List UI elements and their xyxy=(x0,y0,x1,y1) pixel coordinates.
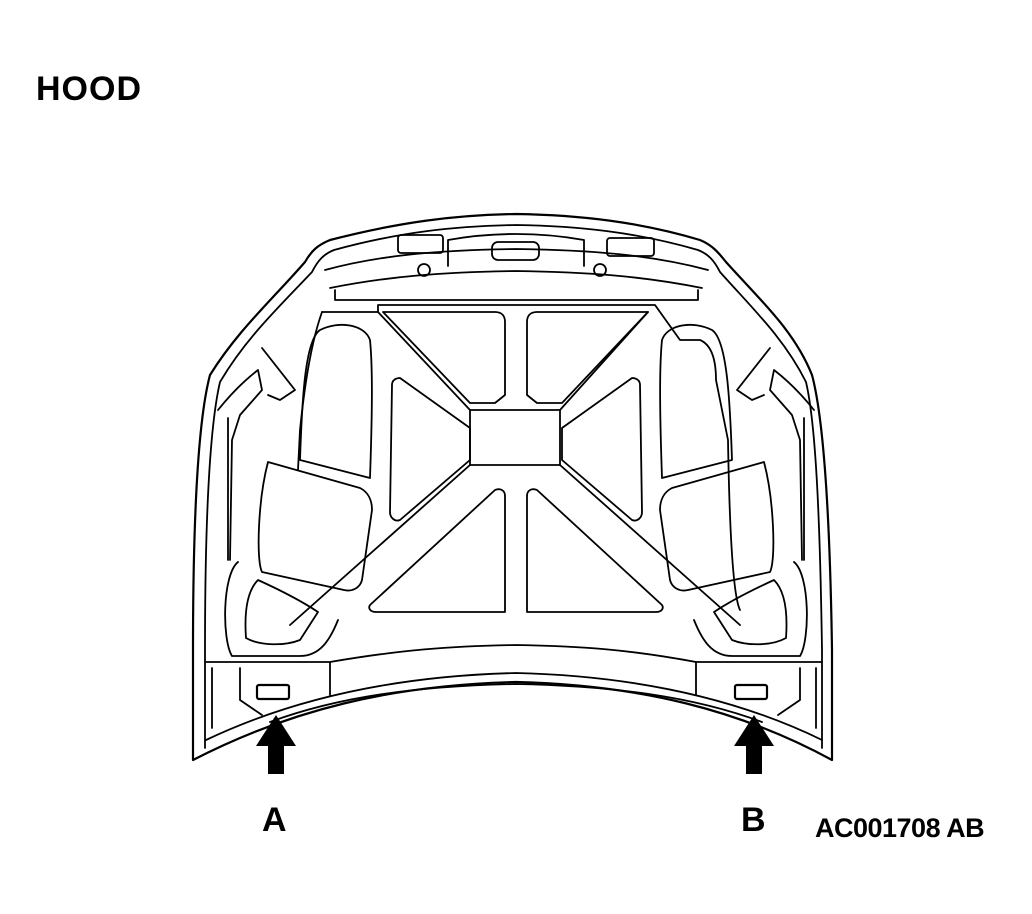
front-lip-panel xyxy=(205,644,823,729)
hood-outline xyxy=(191,212,834,762)
callout-a-label: A xyxy=(262,801,287,839)
up-arrow-icon xyxy=(256,715,296,774)
callout-b-label: B xyxy=(741,801,766,839)
side-flanges xyxy=(217,347,815,561)
clip-b xyxy=(733,683,769,701)
reinforcement-frame xyxy=(289,304,741,626)
up-arrow-icon xyxy=(734,715,774,774)
rear-lip xyxy=(324,233,709,301)
figure-code: AC001708 AB xyxy=(815,813,985,843)
panel-cutouts xyxy=(224,311,808,657)
diagram-title: HOOD xyxy=(36,70,142,108)
clip-a xyxy=(255,683,291,701)
